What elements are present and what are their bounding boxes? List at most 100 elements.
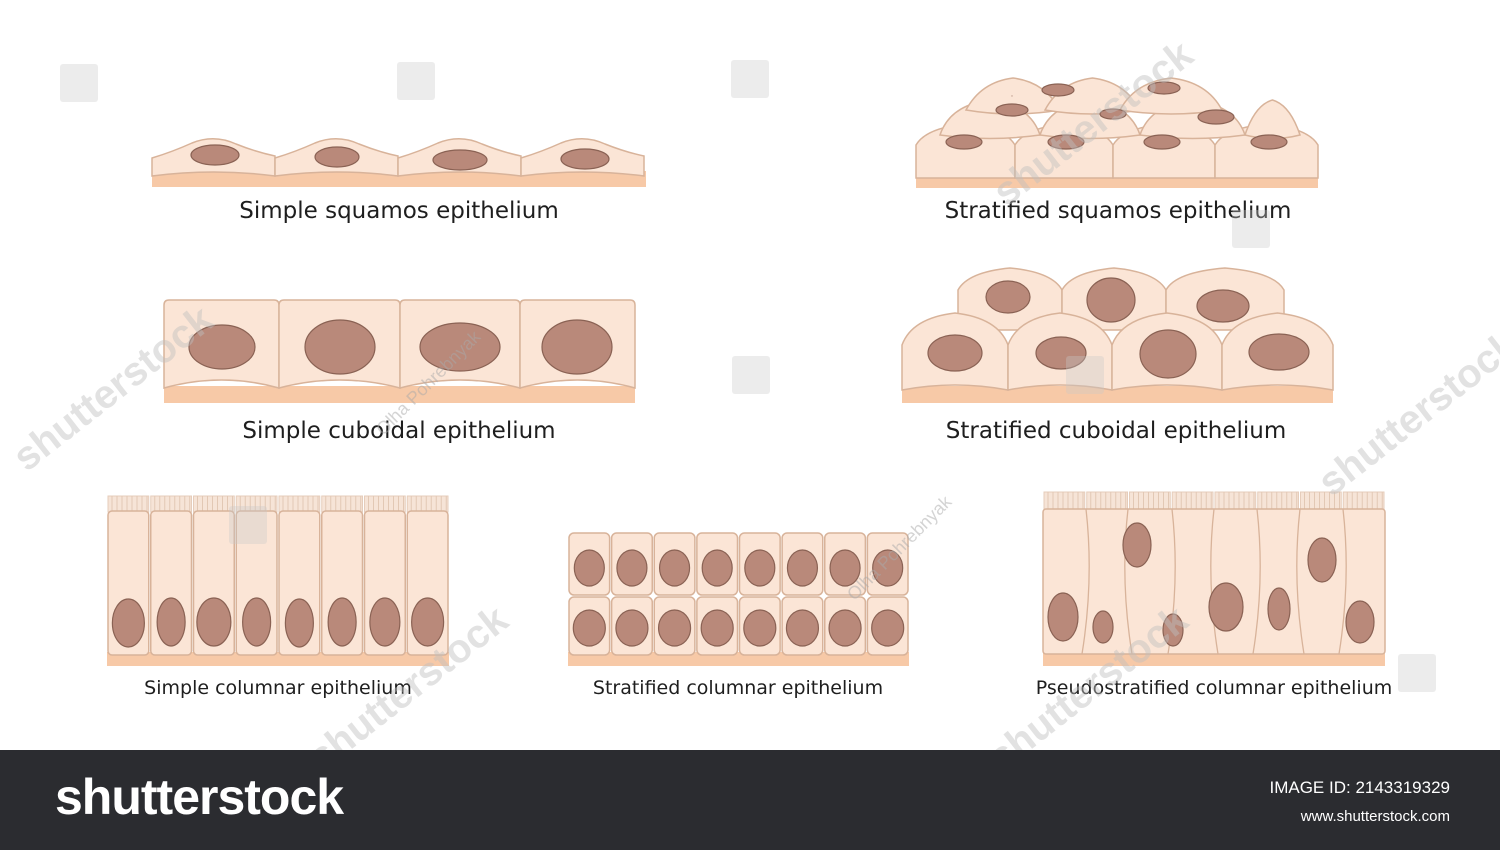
- nucleus: [1345, 600, 1375, 644]
- basement-membrane: [107, 652, 449, 666]
- nucleus: [786, 549, 819, 587]
- label-pseudostratified-columnar: Pseudostratified columnar epithelium: [1035, 677, 1393, 699]
- nucleus: [743, 609, 777, 647]
- label-stratified-cuboidal: Stratified cuboidal epithelium: [945, 418, 1287, 444]
- nucleus: [995, 103, 1029, 117]
- simple-squamous-illustration: [151, 138, 646, 187]
- nucleus: [658, 549, 691, 587]
- nucleus: [1139, 329, 1197, 379]
- nucleus: [190, 144, 240, 166]
- nucleus: [829, 549, 861, 587]
- nucleus: [111, 598, 145, 648]
- cilia: [1257, 491, 1299, 511]
- nucleus: [196, 597, 232, 647]
- cilia: [193, 495, 235, 513]
- cilia: [1171, 491, 1214, 511]
- stratified-cuboidal-illustration: [901, 267, 1334, 403]
- nucleus: [1147, 81, 1181, 95]
- cilia: [1300, 491, 1342, 511]
- cell-boundary: [1081, 508, 1090, 655]
- simple-cuboidal-illustration: [163, 299, 636, 403]
- stock-footer-bar: shutterstock IMAGE ID: 2143319329 www.sh…: [0, 750, 1500, 850]
- nucleus: [304, 319, 376, 375]
- nucleus: [872, 549, 904, 587]
- image-id: IMAGE ID: 2143319329: [1269, 778, 1450, 797]
- nucleus: [985, 280, 1031, 314]
- nucleus: [1250, 134, 1288, 150]
- simple-columnar-illustration: [107, 495, 449, 666]
- nucleus: [1047, 134, 1085, 150]
- cilia: [278, 495, 321, 513]
- nucleus: [700, 609, 734, 647]
- nucleus: [1099, 108, 1127, 120]
- nucleus: [1143, 134, 1181, 150]
- cilia: [1043, 491, 1086, 511]
- nucleus: [1162, 613, 1184, 647]
- cilia: [235, 495, 278, 513]
- nucleus: [1041, 83, 1075, 97]
- nucleus: [572, 609, 606, 647]
- cilia: [406, 495, 449, 513]
- nucleus: [573, 549, 605, 587]
- nucleus: [432, 149, 488, 171]
- cilia: [1214, 491, 1257, 511]
- nucleus: [1035, 336, 1087, 370]
- nucleus: [327, 597, 357, 647]
- basement-membrane: [164, 386, 635, 403]
- cilia: [150, 495, 192, 513]
- cilia: [1086, 491, 1128, 511]
- cilia: [364, 495, 406, 513]
- nucleus: [1047, 592, 1079, 642]
- nucleus: [541, 319, 613, 375]
- nucleus: [1307, 537, 1337, 583]
- nucleus: [1208, 582, 1244, 632]
- nucleus: [1086, 277, 1136, 323]
- label-simple-cuboidal: Simple cuboidal epithelium: [242, 418, 556, 444]
- nucleus: [369, 597, 401, 647]
- epithelium-diagram: [107, 77, 1386, 666]
- nucleus: [701, 549, 733, 587]
- cilia: [1129, 491, 1171, 511]
- nucleus: [744, 549, 776, 587]
- label-simple-squamous: Simple squamos epithelium: [239, 198, 559, 224]
- cilia: [321, 495, 363, 513]
- nucleus: [1267, 587, 1291, 631]
- stratified-squamous-illustration: [915, 77, 1319, 188]
- nucleus: [657, 609, 692, 647]
- cell: [1118, 77, 1224, 115]
- stratified-columnar-illustration: [568, 532, 909, 666]
- nucleus: [615, 609, 649, 647]
- nucleus: [411, 597, 445, 647]
- nucleus: [1122, 522, 1152, 568]
- pseudostratified-columnar-illustration: [1042, 491, 1386, 666]
- nucleus: [616, 549, 648, 587]
- cilia: [107, 495, 150, 513]
- nucleus: [1197, 109, 1235, 125]
- cilia: [1342, 491, 1385, 511]
- nucleus: [1248, 333, 1310, 371]
- nucleus: [188, 324, 256, 370]
- label-stratified-columnar: Stratified columnar epithelium: [592, 677, 884, 699]
- nucleus: [1092, 610, 1114, 644]
- cell-boundary: [1338, 508, 1347, 655]
- cell-boundary: [1210, 508, 1219, 655]
- site-url: www.shutterstock.com: [1300, 808, 1450, 825]
- brand-logo: shutterstock: [55, 769, 344, 825]
- nucleus: [785, 609, 820, 647]
- nucleus: [242, 597, 272, 647]
- cell: [1244, 99, 1301, 140]
- label-stratified-squamous: Stratified squamos epithelium: [944, 198, 1292, 224]
- nucleus: [560, 148, 610, 170]
- nucleus: [1196, 289, 1250, 323]
- basement-membrane: [568, 652, 909, 666]
- basement-membrane: [1043, 652, 1385, 666]
- nucleus: [419, 322, 501, 372]
- nucleus: [945, 134, 983, 150]
- nucleus: [156, 597, 186, 647]
- nucleus: [828, 609, 862, 647]
- label-simple-columnar: Simple columnar epithelium: [144, 677, 412, 699]
- nucleus: [871, 609, 905, 647]
- nucleus: [314, 146, 360, 168]
- cell-boundary: [1252, 508, 1261, 655]
- nucleus: [927, 334, 983, 372]
